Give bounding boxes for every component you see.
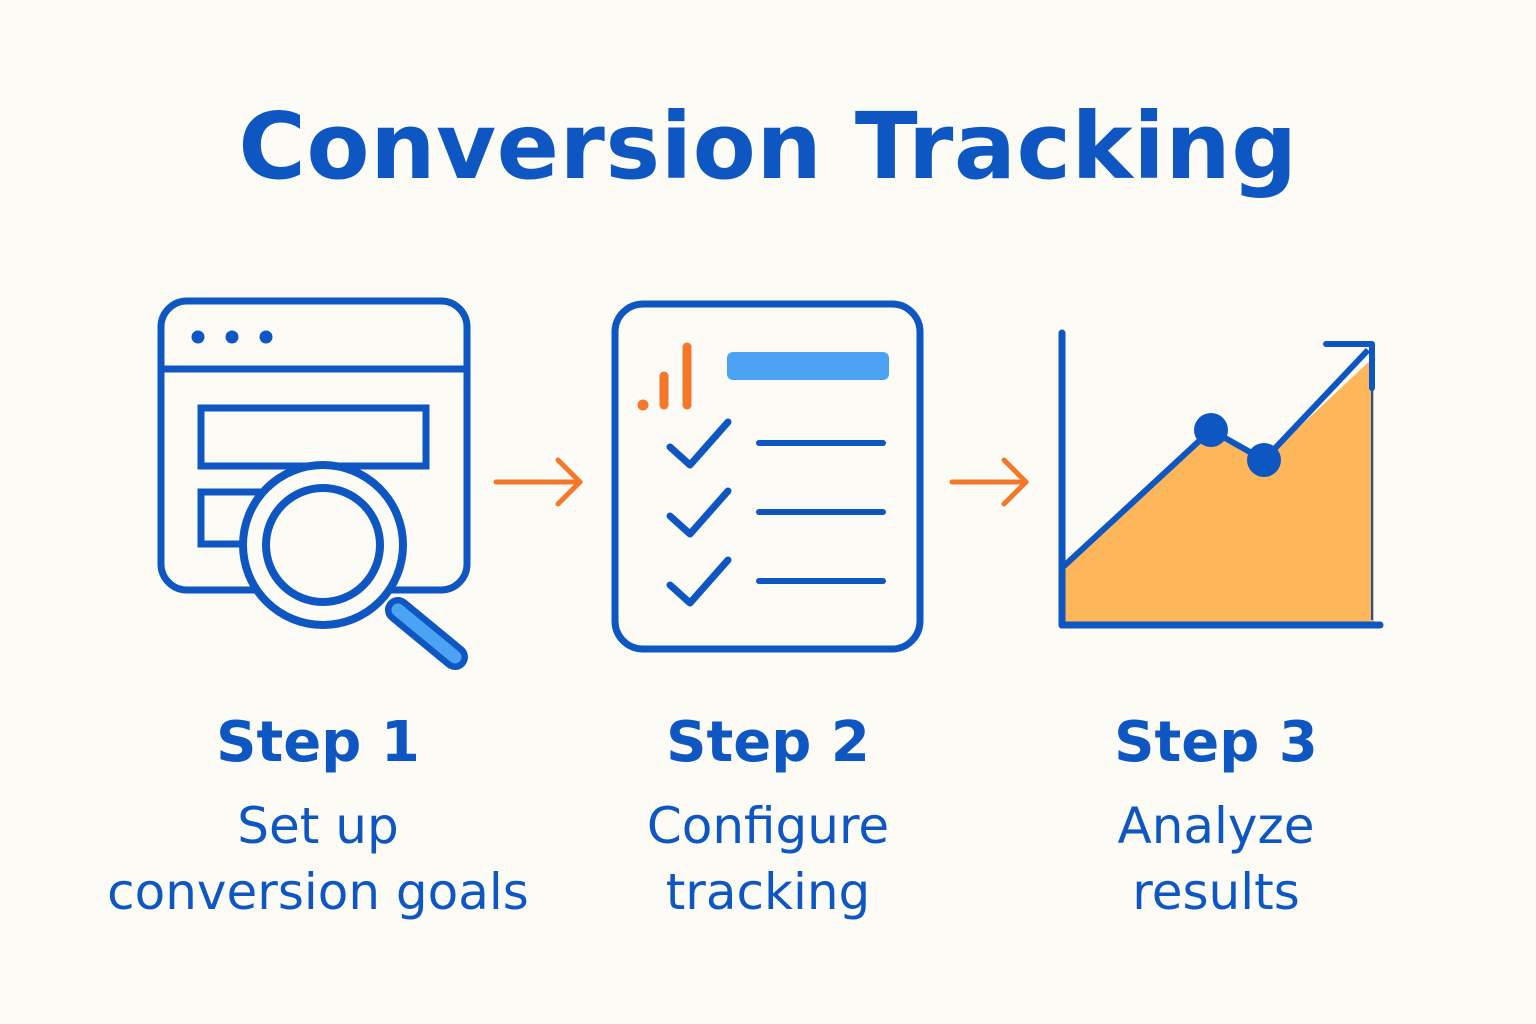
chart-point-1	[1194, 413, 1228, 447]
step-2-label: Step 2	[666, 710, 870, 775]
page-bar-1	[197, 404, 430, 470]
browser-magnifier-icon	[157, 297, 471, 670]
checklist-frame	[611, 300, 924, 653]
step-3-description-line-2: results	[1132, 863, 1300, 921]
chart-trend-line	[1061, 347, 1371, 569]
header-bar	[727, 352, 889, 380]
magnifier-lens-inner	[262, 484, 384, 606]
growth-chart-icon	[1058, 329, 1384, 629]
step-1-description-line-2: conversion goals	[107, 863, 529, 921]
step-2: Step 2 Configure tracking	[518, 705, 1018, 925]
step-1-description: Set up conversion goals	[68, 793, 568, 925]
browser-dot-2	[225, 330, 239, 344]
step-1-label: Step 1	[216, 710, 420, 775]
chart-area-fill	[1064, 357, 1374, 622]
check-mark-1	[666, 418, 732, 469]
browser-dot-3	[259, 330, 273, 344]
step-1-description-line-1: Set up	[237, 797, 399, 855]
chart-trend-arrowhead	[1323, 341, 1375, 391]
step-3: Step 3 Analyze results	[966, 705, 1466, 925]
step-3-label: Step 3	[1114, 710, 1318, 775]
check-mark-2	[666, 487, 732, 538]
step-1: Step 1 Set up conversion goals	[68, 705, 568, 925]
check-mark-3	[666, 556, 732, 607]
analytics-dot	[637, 399, 649, 411]
chart-point-2	[1247, 443, 1281, 477]
step-2-description-line-2: tracking	[665, 863, 871, 921]
magnifier-handle-fill	[391, 603, 462, 664]
step-2-description-line-1: Configure	[646, 797, 890, 855]
step-2-description: Configure tracking	[518, 793, 1018, 925]
arrow-right-icon	[493, 457, 583, 507]
step-3-description-line-1: Analyze	[1117, 797, 1315, 855]
step-3-description: Analyze results	[966, 793, 1466, 925]
browser-dot-1	[191, 330, 205, 344]
arrow-right-icon	[949, 457, 1029, 507]
page-title: Conversion Tracking	[238, 93, 1298, 200]
checklist-analytics-icon	[611, 300, 924, 653]
